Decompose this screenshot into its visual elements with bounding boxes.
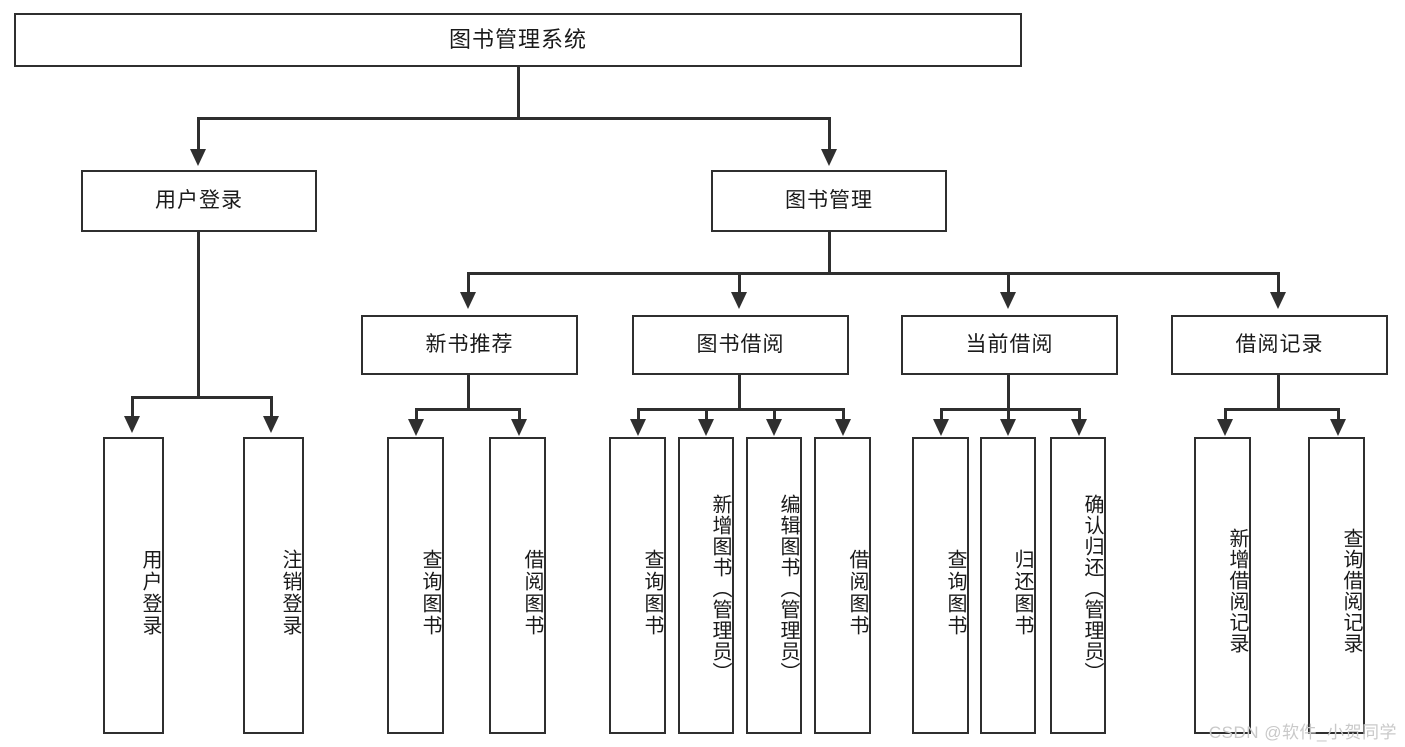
connector-drop-leaf-add-record	[1224, 408, 1227, 422]
node-leaf-logout[interactable]: 注销登录	[243, 437, 304, 734]
connector-drop-leaf-confirm-return	[1078, 408, 1081, 422]
leaf-label: 用户登录	[139, 548, 161, 637]
leaf-label: 借阅图书	[521, 548, 543, 637]
arrow-to-leaf-confirm-return	[1071, 419, 1087, 436]
arrow-to-leaf-borrow-book-2	[835, 419, 851, 436]
connector-drop-leaf-borrow-book-1	[518, 408, 521, 422]
node-leaf-query-record[interactable]: 查询借阅记录	[1308, 437, 1365, 734]
leaf-label: 归还图书	[1011, 548, 1033, 637]
connector-drop-leaf-query-book-1	[415, 408, 418, 422]
node-leaf-confirm-return[interactable]: 确认归还（管理员）	[1050, 437, 1106, 734]
connector-level2-bus	[197, 117, 831, 120]
connector-borrow-record-stem	[1277, 375, 1280, 410]
arrow-to-borrow-record	[1270, 292, 1286, 309]
node-leaf-edit-book[interactable]: 编辑图书（管理员）	[746, 437, 802, 734]
node-leaf-borrow-book-1[interactable]: 借阅图书	[489, 437, 546, 734]
arrow-to-leaf-edit-book	[766, 419, 782, 436]
node-leaf-return-book[interactable]: 归还图书	[980, 437, 1036, 734]
node-user-login[interactable]: 用户登录	[81, 170, 317, 232]
connector-root-stem	[517, 67, 520, 117]
connector-drop-leaf-edit-book	[773, 408, 776, 422]
connector-drop-leaf-user-login	[131, 396, 134, 418]
connector-drop-leaf-add-book	[705, 408, 708, 422]
arrow-to-book-borrow	[731, 292, 747, 309]
arrow-to-leaf-query-book-1	[408, 419, 424, 436]
node-current-borrow[interactable]: 当前借阅	[901, 315, 1118, 375]
node-leaf-query-book-2[interactable]: 查询图书	[609, 437, 666, 734]
leaf-label: 查询借阅记录	[1340, 527, 1362, 654]
node-leaf-query-book-1[interactable]: 查询图书	[387, 437, 444, 734]
connector-book-borrow-stem	[738, 375, 741, 410]
connector-borrow-record-bus	[1224, 408, 1339, 411]
leaf-label: 确认归还（管理员）	[1081, 494, 1103, 683]
connector-user-login-bus	[131, 396, 272, 399]
leaf-label: 查询图书	[641, 548, 663, 637]
node-borrow-record[interactable]: 借阅记录	[1171, 315, 1388, 375]
arrow-to-leaf-add-record	[1217, 419, 1233, 436]
connector-level2-drop-book-manage	[828, 117, 831, 151]
arrow-to-leaf-query-record	[1330, 419, 1346, 436]
arrow-to-leaf-user-login	[124, 416, 140, 433]
arrow-to-leaf-borrow-book-1	[511, 419, 527, 436]
node-leaf-borrow-book-2[interactable]: 借阅图书	[814, 437, 871, 734]
leaf-label: 新增图书（管理员）	[709, 494, 731, 683]
csdn-watermark: CSDN @软件_小贺同学	[1208, 723, 1397, 742]
arrow-to-leaf-query-book-3	[933, 419, 949, 436]
leaf-label: 查询图书	[419, 548, 441, 637]
leaf-label: 注销登录	[279, 548, 301, 637]
connector-drop-new-book-recommend	[467, 272, 470, 294]
connector-drop-leaf-query-book-2	[637, 408, 640, 422]
node-root-system[interactable]: 图书管理系统	[14, 13, 1022, 67]
connector-book-manage-stem	[828, 232, 831, 274]
node-leaf-add-record[interactable]: 新增借阅记录	[1194, 437, 1251, 734]
node-book-manage[interactable]: 图书管理	[711, 170, 947, 232]
arrow-to-new-book-recommend	[460, 292, 476, 309]
connector-drop-leaf-return-book	[1007, 408, 1010, 422]
connector-drop-leaf-logout	[270, 396, 273, 418]
connector-new-book-recommend-stem	[467, 375, 470, 410]
leaf-label: 查询图书	[944, 548, 966, 637]
connector-user-login-stem	[197, 232, 200, 398]
connector-drop-leaf-query-record	[1337, 408, 1340, 422]
arrow-to-book-manage	[821, 149, 837, 166]
leaf-label: 新增借阅记录	[1226, 527, 1248, 654]
connector-drop-leaf-query-book-3	[940, 408, 943, 422]
arrow-to-leaf-query-book-2	[630, 419, 646, 436]
arrow-to-leaf-add-book	[698, 419, 714, 436]
connector-new-book-recommend-bus	[415, 408, 520, 411]
node-book-borrow[interactable]: 图书借阅	[632, 315, 849, 375]
arrow-to-leaf-logout	[263, 416, 279, 433]
connector-level3-bus	[467, 272, 1279, 275]
connector-level2-drop-user-login	[197, 117, 200, 151]
node-leaf-query-book-3[interactable]: 查询图书	[912, 437, 969, 734]
leaf-label: 借阅图书	[846, 548, 868, 637]
connector-drop-book-borrow	[738, 272, 741, 294]
connector-drop-leaf-borrow-book-2	[842, 408, 845, 422]
connector-current-borrow-stem	[1007, 375, 1010, 410]
connector-drop-current-borrow	[1007, 272, 1010, 294]
leaf-label: 编辑图书（管理员）	[777, 494, 799, 683]
connector-current-borrow-bus	[940, 408, 1080, 411]
connector-drop-borrow-record	[1277, 272, 1280, 294]
node-leaf-user-login[interactable]: 用户登录	[103, 437, 164, 734]
connector-book-borrow-bus	[637, 408, 844, 411]
arrow-to-user-login	[190, 149, 206, 166]
arrow-to-leaf-return-book	[1000, 419, 1016, 436]
arrow-to-current-borrow	[1000, 292, 1016, 309]
node-new-book-recommend[interactable]: 新书推荐	[361, 315, 578, 375]
node-leaf-add-book[interactable]: 新增图书（管理员）	[678, 437, 734, 734]
